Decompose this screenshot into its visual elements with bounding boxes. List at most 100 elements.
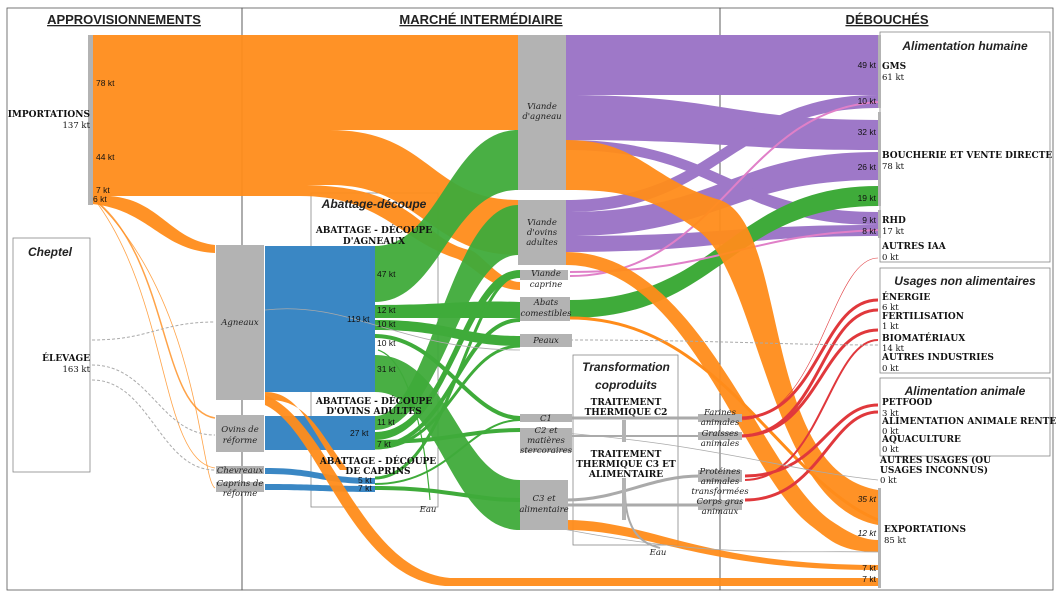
farines-2: animales [701,418,740,428]
abattage-title: Abattage-découpe [321,197,427,211]
node-farines [698,414,742,422]
nodes [88,35,881,588]
val-cap-7: 7 kt [358,483,372,493]
flow-c3-export [566,520,878,570]
node-importations [88,35,93,205]
val-imp-7: 7 kt [96,185,110,195]
outlets-frame [719,7,1054,591]
flow-eau-1 [377,349,431,501]
val-out-26: 26 kt [858,162,877,172]
c1-label: C1 [540,414,552,424]
flow-peaux-bio [569,339,879,346]
flow-abats-export [569,316,879,522]
val-ag-10a: 10 kt [377,319,396,329]
abattage-caprins-2: DE CAPRINS [345,467,410,477]
flow-import-thin-2 [94,199,216,469]
chevreaux-label: Chevreaux [217,466,263,476]
flow-ov-peaux [374,344,521,450]
treat-c3-3: ALIMENTAIRE [588,470,663,480]
node-export [878,488,881,588]
flow-thin-grey-1 [264,308,521,351]
autres-iaa-value: 0 kt [882,253,899,263]
val-ov-27: 27 kt [350,428,369,438]
aquaculture-label: AQUACULTURE [881,435,961,445]
fertilisation-label: FERTILISATION [882,312,964,322]
energie-label: ÉNERGIE [882,291,930,303]
flow-cap-2 [374,419,521,485]
viande-agneau-1: Viande [527,102,557,112]
corps-2: animaux [702,507,739,517]
aquaculture-value: 0 kt [882,445,899,455]
flow-cap-1 [374,273,521,480]
ovins-reforme-label-1: Ovins de [221,425,259,435]
abattage-adultes-2: D'OVINS ADULTES [326,407,422,417]
node-corps [698,500,742,510]
importations-label: IMPORTATIONS [8,110,90,120]
val-ov-7: 7 kt [377,439,391,449]
autres-iaa-label: AUTRES IAA [881,242,947,252]
val-out-7b: 7 kt [862,574,876,584]
graisses-2: animales [701,439,740,449]
node-c1 [520,414,572,422]
node-viande-caprine [520,270,568,280]
fertilisation-value: 1 kt [882,322,899,332]
c3-label-1: C3 et [532,494,556,504]
market-title: MARCHÉ INTERMÉDIAIRE [399,12,563,27]
supply-title: APPROVISIONNEMENTS [47,12,201,27]
autres-industries-value: 0 kt [882,364,899,374]
rhd-value: 17 kt [882,227,905,237]
val-out-8: 8 kt [862,226,876,236]
boucherie-label: BOUCHERIE ET VENTE DIRECTE [882,151,1052,161]
cheptel-title: Cheptel [28,245,73,259]
flow-import-thin-1 [94,199,216,419]
proteines-1: Protéines [699,466,742,477]
biomateriaux-label: BIOMATÉRIAUX [882,332,965,344]
peaux-label: Peaux [532,336,559,346]
flow-elevage-chevreaux [91,379,216,471]
flow-ag-viande [375,130,518,302]
eau-label-2: Eau [649,548,667,558]
caprins-reforme-label-2: réforme [223,488,258,499]
val-ov-11: 11 kt [377,417,395,427]
val-ag-10b: 10 kt [377,338,396,348]
exportations-label: EXPORTATIONS [884,525,966,535]
val-cap-5: 5 kt [358,475,372,485]
flow-import-ovins [92,130,518,255]
flow-thin-red-1 [739,257,879,421]
treat-c2-1: TRAITEMENT [591,398,662,408]
abattage-adultes-1: ABATTAGE - DÉCOUPE [315,395,432,407]
node-c2 [520,428,572,452]
c2-label-2: matières [527,435,565,446]
graisses-1: Graisses [702,429,739,439]
abattage-agneaux-2: D'AGNEAUX [343,237,405,247]
node-treat-c2 [622,420,626,442]
flow-import-6 [92,196,215,253]
agneaux-label: Agneaux [220,318,259,328]
biomateriaux-value: 14 kt [882,344,905,354]
transformation-title-1: Transformation [582,360,670,374]
autres-usages-2: USAGES INCONNUS) [880,465,988,476]
flow-thin-grey-3 [519,519,879,553]
val-imp-44: 44 kt [96,152,115,162]
val-out-49: 49 kt [858,60,877,70]
val-out-35: 35 kt [858,494,877,504]
flow-ovins-gms [566,95,878,212]
gms-label: GMS [882,62,906,72]
autres-usages-1: AUTRES USAGES (OU [879,455,991,466]
flow-prot-petfood [744,403,879,478]
farines-1: Farines [703,408,737,418]
animal-title: Alimentation animale [904,384,1026,398]
treat-c3-1: TRAITEMENT [591,450,662,460]
proteines-3: transformées [691,486,749,497]
val-out-12: 12 kt [858,528,877,538]
treat-c2-2: THERMIQUE C2 [585,408,668,418]
corps-1: Corps gras [696,497,744,507]
flow-cap-3 [374,486,521,502]
node-abats [520,297,570,321]
nonfood-box [879,267,1051,374]
petfood-label: PETFOOD [882,398,932,408]
node-treat-c3 [622,478,626,520]
val-out-19: 19 kt [858,193,877,203]
energie-value: 6 kt [882,303,899,313]
